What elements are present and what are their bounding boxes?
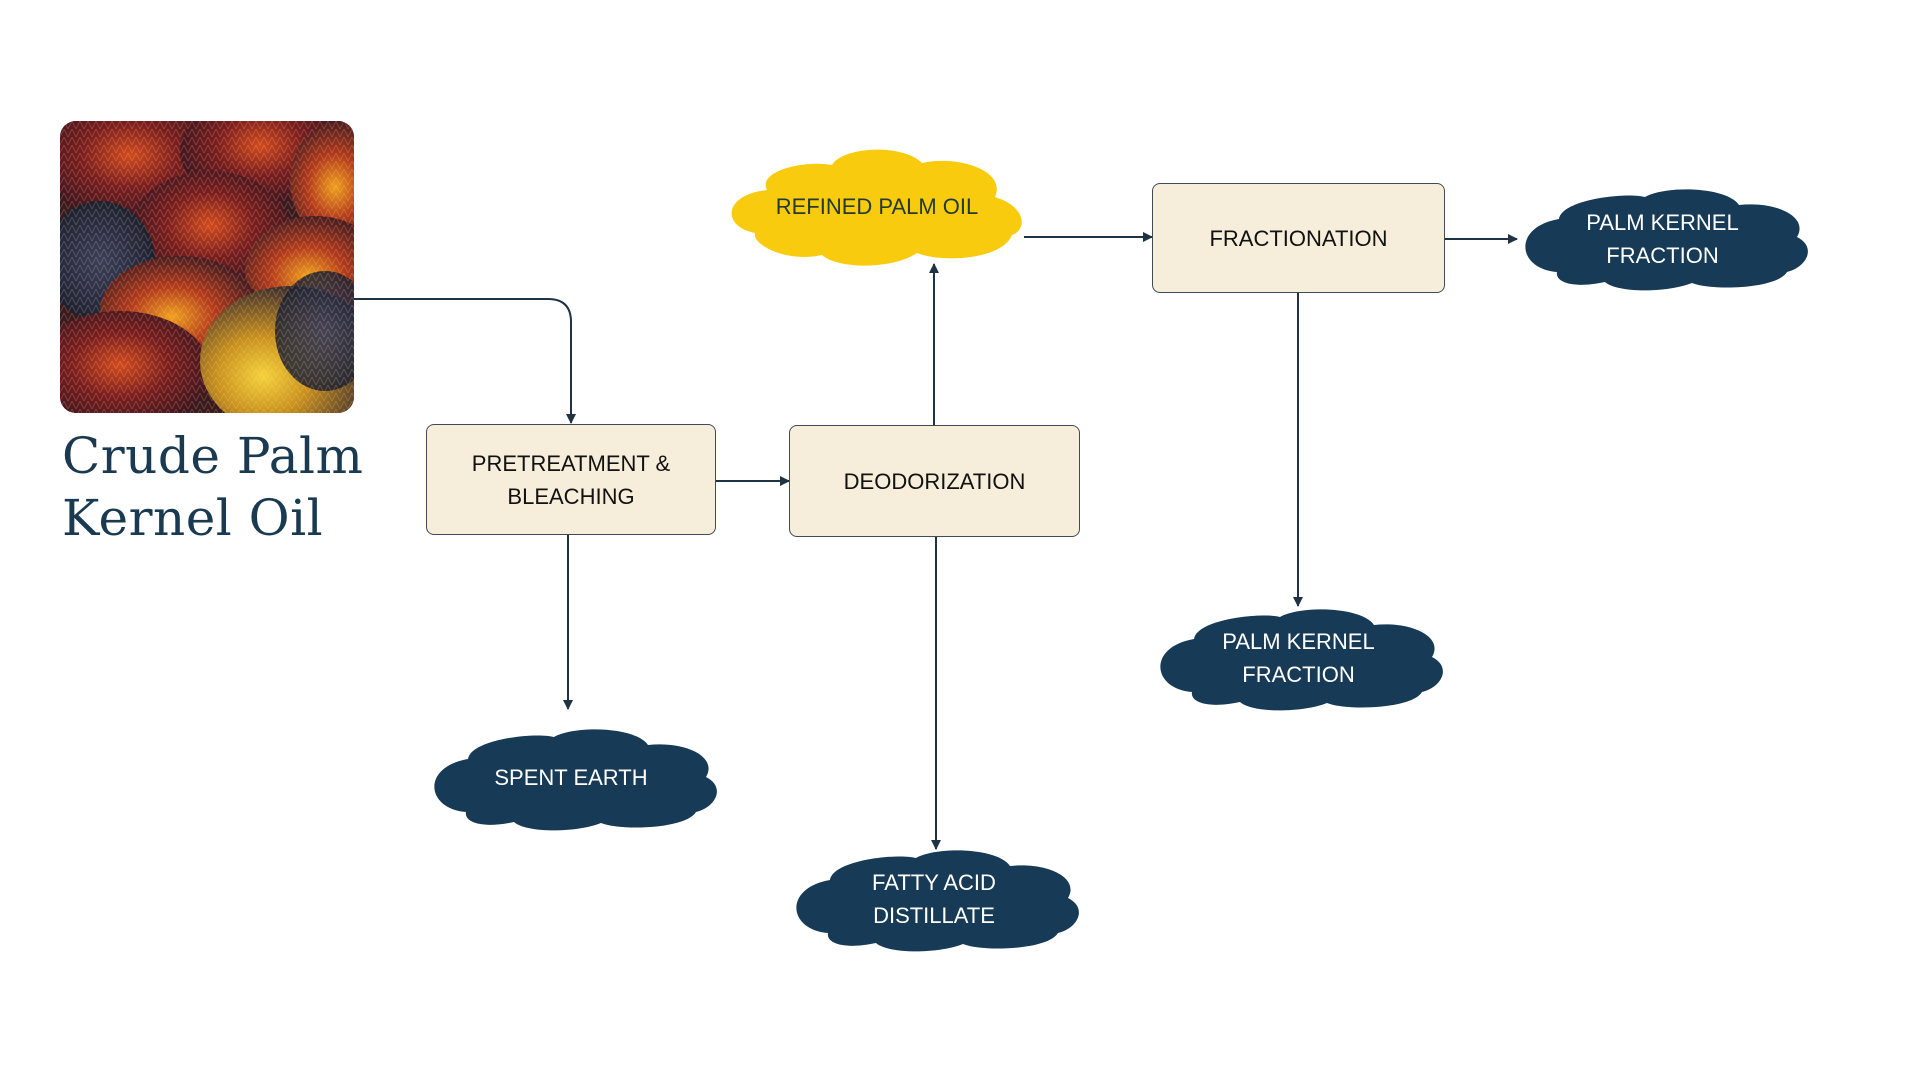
palm-fruit-image xyxy=(60,121,354,413)
title-line-2: Kernel Oil xyxy=(62,489,324,547)
process-pretreatment-bleaching[interactable]: PRETREATMENT & BLEACHING xyxy=(426,424,716,535)
cloud-label: SPENT EARTH xyxy=(494,765,648,790)
cloud-label-line-2: DISTILLATE xyxy=(873,903,995,928)
process-fractionation[interactable]: FRACTIONATION xyxy=(1152,183,1445,293)
output-spent-earth[interactable]: SPENT EARTH xyxy=(426,727,717,831)
cloud-shape-icon xyxy=(1525,189,1808,291)
cloud-shape-icon xyxy=(434,729,717,831)
page-title: Crude Palm Kernel Oil xyxy=(62,425,392,549)
output-palm-kernel-fraction-right[interactable]: PALM KERNEL FRACTION xyxy=(1517,187,1808,291)
output-refined-palm-oil[interactable]: REFINED PALM OIL xyxy=(727,145,1027,267)
process-label: DEODORIZATION xyxy=(843,468,1026,494)
cloud-label-line-2: FRACTION xyxy=(1606,242,1719,268)
cloud-shape-icon xyxy=(1160,609,1443,711)
process-deodorization[interactable]: DEODORIZATION xyxy=(789,425,1080,537)
cloud-label-line-1: FATTY ACID xyxy=(872,870,996,895)
cloud-label-line-2: FRACTION xyxy=(1242,661,1355,687)
process-label: FRACTIONATION xyxy=(1209,225,1388,251)
cloud-shape-icon xyxy=(796,850,1079,952)
output-palm-kernel-fraction-bottom[interactable]: PALM KERNEL FRACTION xyxy=(1152,607,1445,711)
connector-crude-to-pretreatment xyxy=(354,298,576,424)
process-label-line-2: BLEACHING xyxy=(507,483,635,509)
cloud-label: REFINED PALM OIL xyxy=(775,193,979,219)
palm-fruit-photo xyxy=(60,121,354,413)
process-label-line-1: PRETREATMENT & xyxy=(471,450,671,476)
cloud-label-line-1: PALM KERNEL xyxy=(1222,628,1375,654)
cloud-shape-icon xyxy=(731,149,1022,266)
output-fatty-acid-distillate[interactable]: FATTY ACID DISTILLATE xyxy=(788,848,1080,952)
title-line-1: Crude Palm xyxy=(62,427,364,485)
cloud-label-line-1: PALM KERNEL xyxy=(1586,209,1739,235)
